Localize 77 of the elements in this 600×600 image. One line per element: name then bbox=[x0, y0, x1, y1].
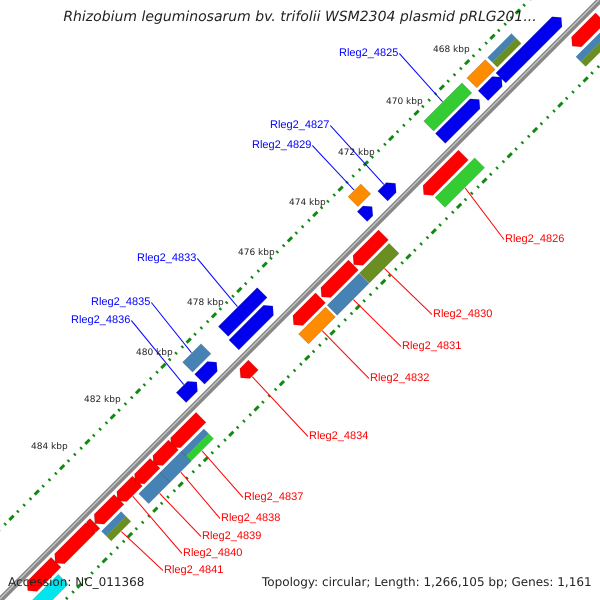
gene-feature bbox=[134, 458, 160, 484]
leader-line bbox=[322, 330, 370, 379]
leader-line bbox=[464, 187, 504, 240]
gene-label: Rleg2_4825 bbox=[339, 48, 398, 59]
genome-summary: Topology: circular; Length: 1,266,105 bp; Genes: 1,161 bbox=[262, 576, 592, 588]
gene-label: Rleg2_4839 bbox=[202, 531, 262, 542]
gene-block bbox=[423, 82, 472, 132]
gene-feature bbox=[54, 522, 96, 564]
gene-block bbox=[466, 59, 496, 88]
gene-block bbox=[487, 33, 522, 68]
gene-block bbox=[182, 344, 212, 373]
gene-label: Rleg2_4837 bbox=[244, 492, 304, 503]
scale-label: 472 kbp bbox=[338, 148, 375, 158]
scale-label: 468 kbp bbox=[433, 46, 470, 54]
leader-line bbox=[202, 450, 244, 498]
gene-label: Rleg2_4826 bbox=[505, 234, 564, 245]
scale-label: 482 kbp bbox=[84, 396, 121, 404]
gene-block bbox=[359, 243, 400, 284]
leader-line bbox=[398, 53, 443, 102]
scale-label: 474 kbp bbox=[289, 198, 326, 208]
gene-block bbox=[298, 306, 336, 344]
gene-feature bbox=[422, 150, 469, 196]
gene-label: Rleg2_4829 bbox=[252, 140, 312, 151]
accession-label: Accession: NC_011368 bbox=[8, 576, 144, 588]
gene-label: Rleg2_4827 bbox=[270, 120, 330, 131]
gene-label: Rleg2_4838 bbox=[221, 513, 280, 524]
gene-block bbox=[348, 184, 372, 208]
map-title: Rhizobium leguminosarum bv. trifolii WSM2304 plasmid pRLG201... bbox=[62, 10, 538, 24]
gene-feature bbox=[116, 476, 143, 502]
gene-label: Rleg2_4833 bbox=[137, 253, 196, 264]
gene-label: Rleg2_4836 bbox=[71, 315, 130, 326]
gene-block bbox=[101, 511, 131, 542]
gene-label: Rleg2_4835 bbox=[91, 297, 150, 308]
leader-line bbox=[159, 492, 202, 537]
gene-feature bbox=[176, 381, 198, 403]
gene-block bbox=[434, 157, 485, 208]
gene-feature bbox=[240, 360, 259, 379]
gene-block bbox=[326, 273, 370, 316]
gene-block bbox=[138, 472, 170, 504]
leader-line bbox=[330, 125, 384, 185]
gene-feature bbox=[152, 440, 179, 466]
gene-block bbox=[180, 428, 214, 463]
leader-line bbox=[180, 472, 220, 519]
gene-feature bbox=[571, 12, 600, 48]
scale-label: 480 kbp bbox=[136, 348, 173, 358]
leader-line bbox=[130, 320, 184, 385]
gene-label: Rleg2_4834 bbox=[309, 431, 368, 442]
leader-line bbox=[312, 145, 355, 191]
scale-label: 476 kbp bbox=[238, 248, 275, 258]
gene-feature bbox=[434, 98, 480, 144]
gene-feature bbox=[228, 305, 274, 350]
scale-label: 470 kbp bbox=[386, 98, 423, 106]
gene-feature bbox=[320, 260, 359, 298]
gene-feature bbox=[495, 52, 528, 84]
scale-label: 478 kbp bbox=[187, 298, 224, 308]
gene-feature bbox=[170, 412, 206, 448]
gene-label: Rleg2_4830 bbox=[433, 309, 492, 320]
gene-label: Rleg2_4832 bbox=[370, 373, 430, 384]
leader-line bbox=[132, 496, 182, 554]
leader-line bbox=[120, 531, 164, 571]
scale-label: 484 kbp bbox=[31, 442, 68, 452]
leader-line bbox=[150, 302, 192, 354]
gene-label: Rleg2_4840 bbox=[183, 548, 242, 559]
gene-label: Rleg2_4841 bbox=[164, 565, 224, 576]
gene-feature bbox=[194, 361, 218, 385]
gene-feature bbox=[356, 206, 374, 222]
gene-feature bbox=[377, 182, 396, 202]
leader-line bbox=[352, 299, 402, 347]
gene-feature bbox=[94, 494, 124, 524]
gene-block bbox=[576, 31, 600, 67]
leader-line bbox=[384, 268, 432, 315]
gene-block bbox=[160, 450, 192, 483]
leader-line bbox=[252, 376, 308, 437]
gene-feature bbox=[352, 230, 389, 266]
gene-feature bbox=[478, 76, 503, 102]
gene-feature bbox=[292, 292, 326, 326]
gene-label: Rleg2_4831 bbox=[402, 341, 462, 352]
